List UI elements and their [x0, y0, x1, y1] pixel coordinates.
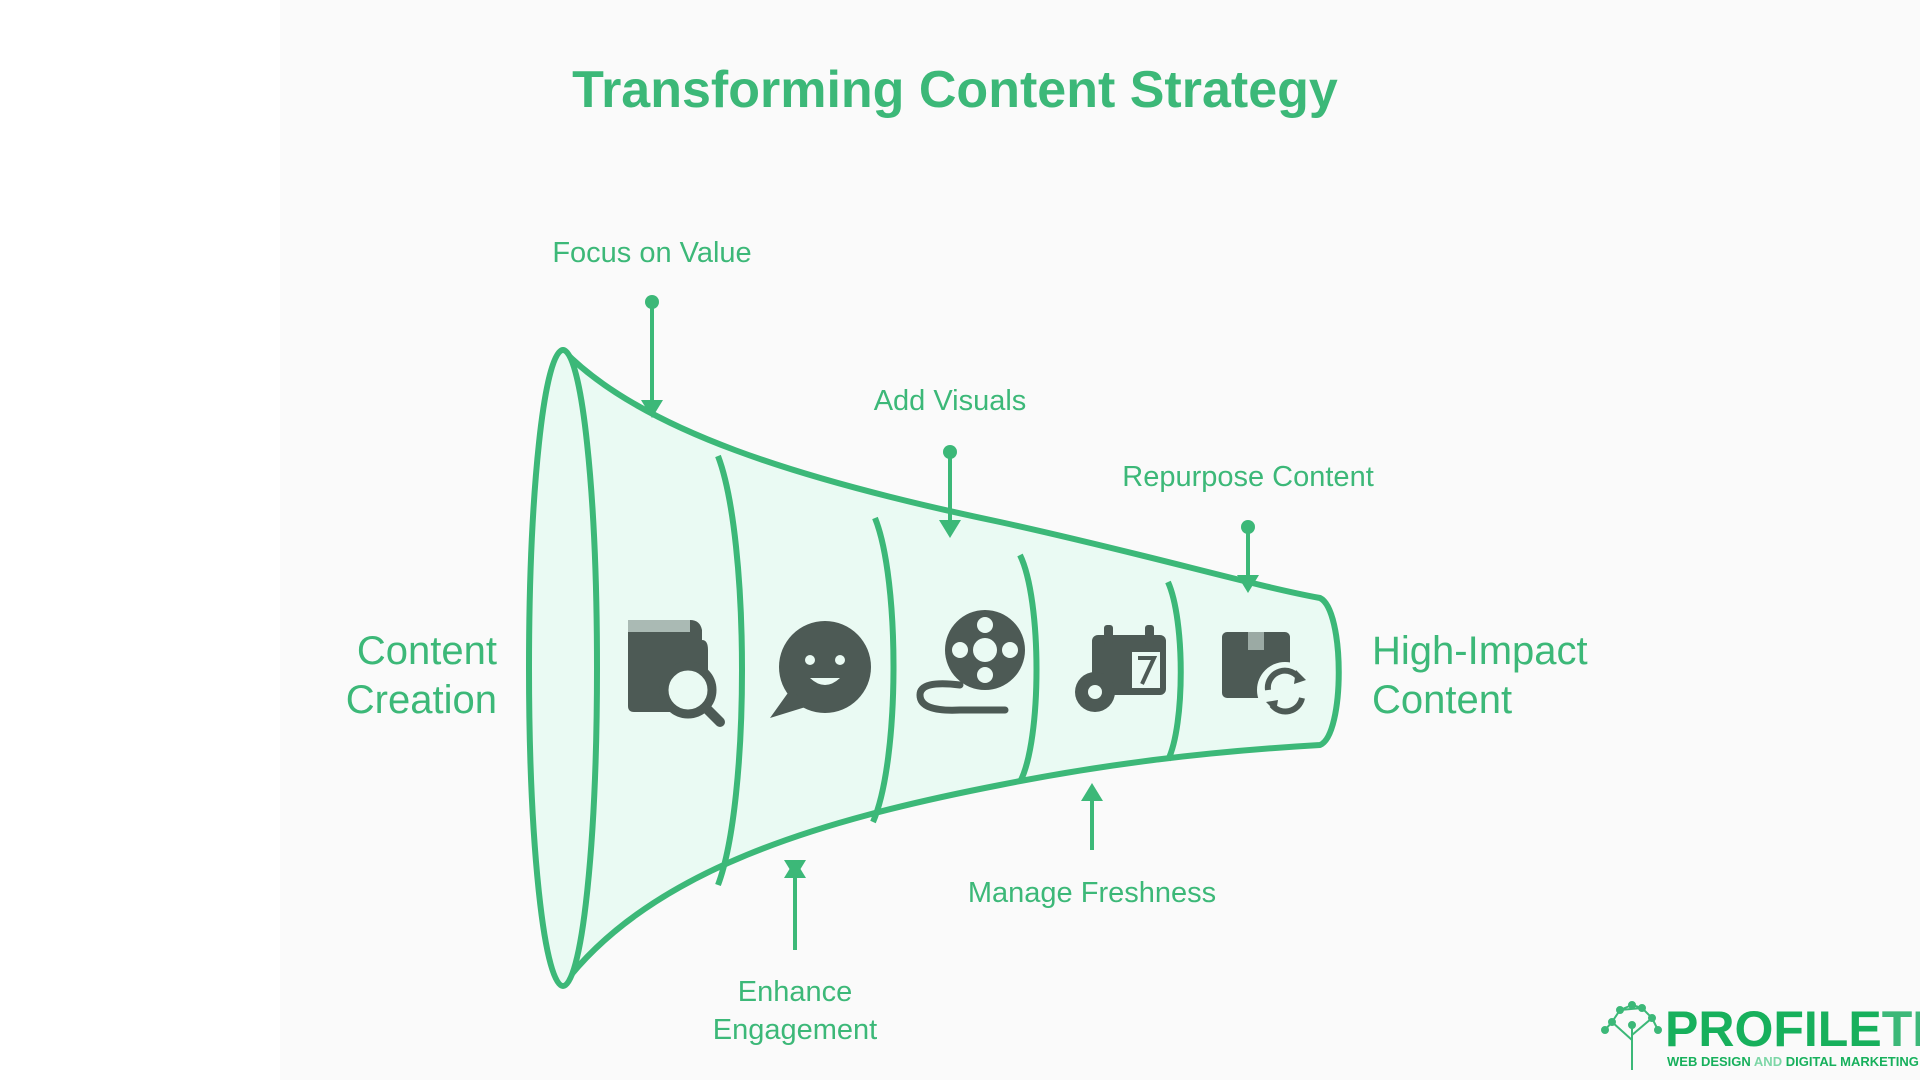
- film-reel-icon: [916, 610, 1025, 714]
- calendar-gear-icon: [1075, 625, 1166, 712]
- funnel-mouth: [526, 347, 600, 989]
- logo-tagline: WEB DESIGN AND DIGITAL MARKETING: [1667, 1054, 1919, 1069]
- callout-label: Manage Freshness: [968, 877, 1216, 909]
- end-label-line2: Content: [1372, 678, 1512, 722]
- callout-label: Engagement: [713, 1014, 877, 1046]
- end-label: High-Impact Content: [1372, 629, 1588, 722]
- logo-wordmark: PROFILETREE: [1665, 1001, 1920, 1057]
- start-label-line2: Creation: [346, 678, 497, 722]
- box-recycle-icon: [1222, 632, 1313, 718]
- callout-label: Repurpose Content: [1122, 461, 1374, 493]
- callout-repurpose-content: Repurpose Content: [1122, 461, 1374, 593]
- folder-search-icon: [628, 620, 725, 727]
- page-title: Transforming Content Strategy: [572, 61, 1338, 119]
- callout-add-visuals: Add Visuals: [874, 385, 1027, 538]
- callout-label: Add Visuals: [874, 385, 1027, 417]
- smiley-chat-icon: [770, 621, 871, 718]
- segment-divider: [1165, 580, 1184, 762]
- start-label: Content Creation: [346, 629, 497, 722]
- callout-manage-freshness: Manage Freshness: [968, 783, 1216, 909]
- callout-label: Enhance: [738, 976, 853, 1008]
- callout-enhance-engagement: Enhance Engagement: [713, 860, 877, 1046]
- profiletree-logo: PROFILETREE WEB DESIGN AND DIGITAL MARKE…: [1601, 1001, 1920, 1070]
- segment-divider: [1017, 553, 1040, 784]
- segment-divider: [870, 516, 897, 824]
- start-label-line1: Content: [357, 629, 497, 673]
- callout-focus-on-value: Focus on Value: [552, 237, 752, 418]
- callout-label: Focus on Value: [552, 237, 751, 269]
- tree-logo-icon: [1601, 1001, 1662, 1070]
- end-label-line1: High-Impact: [1372, 629, 1588, 673]
- segment-divider: [715, 454, 745, 887]
